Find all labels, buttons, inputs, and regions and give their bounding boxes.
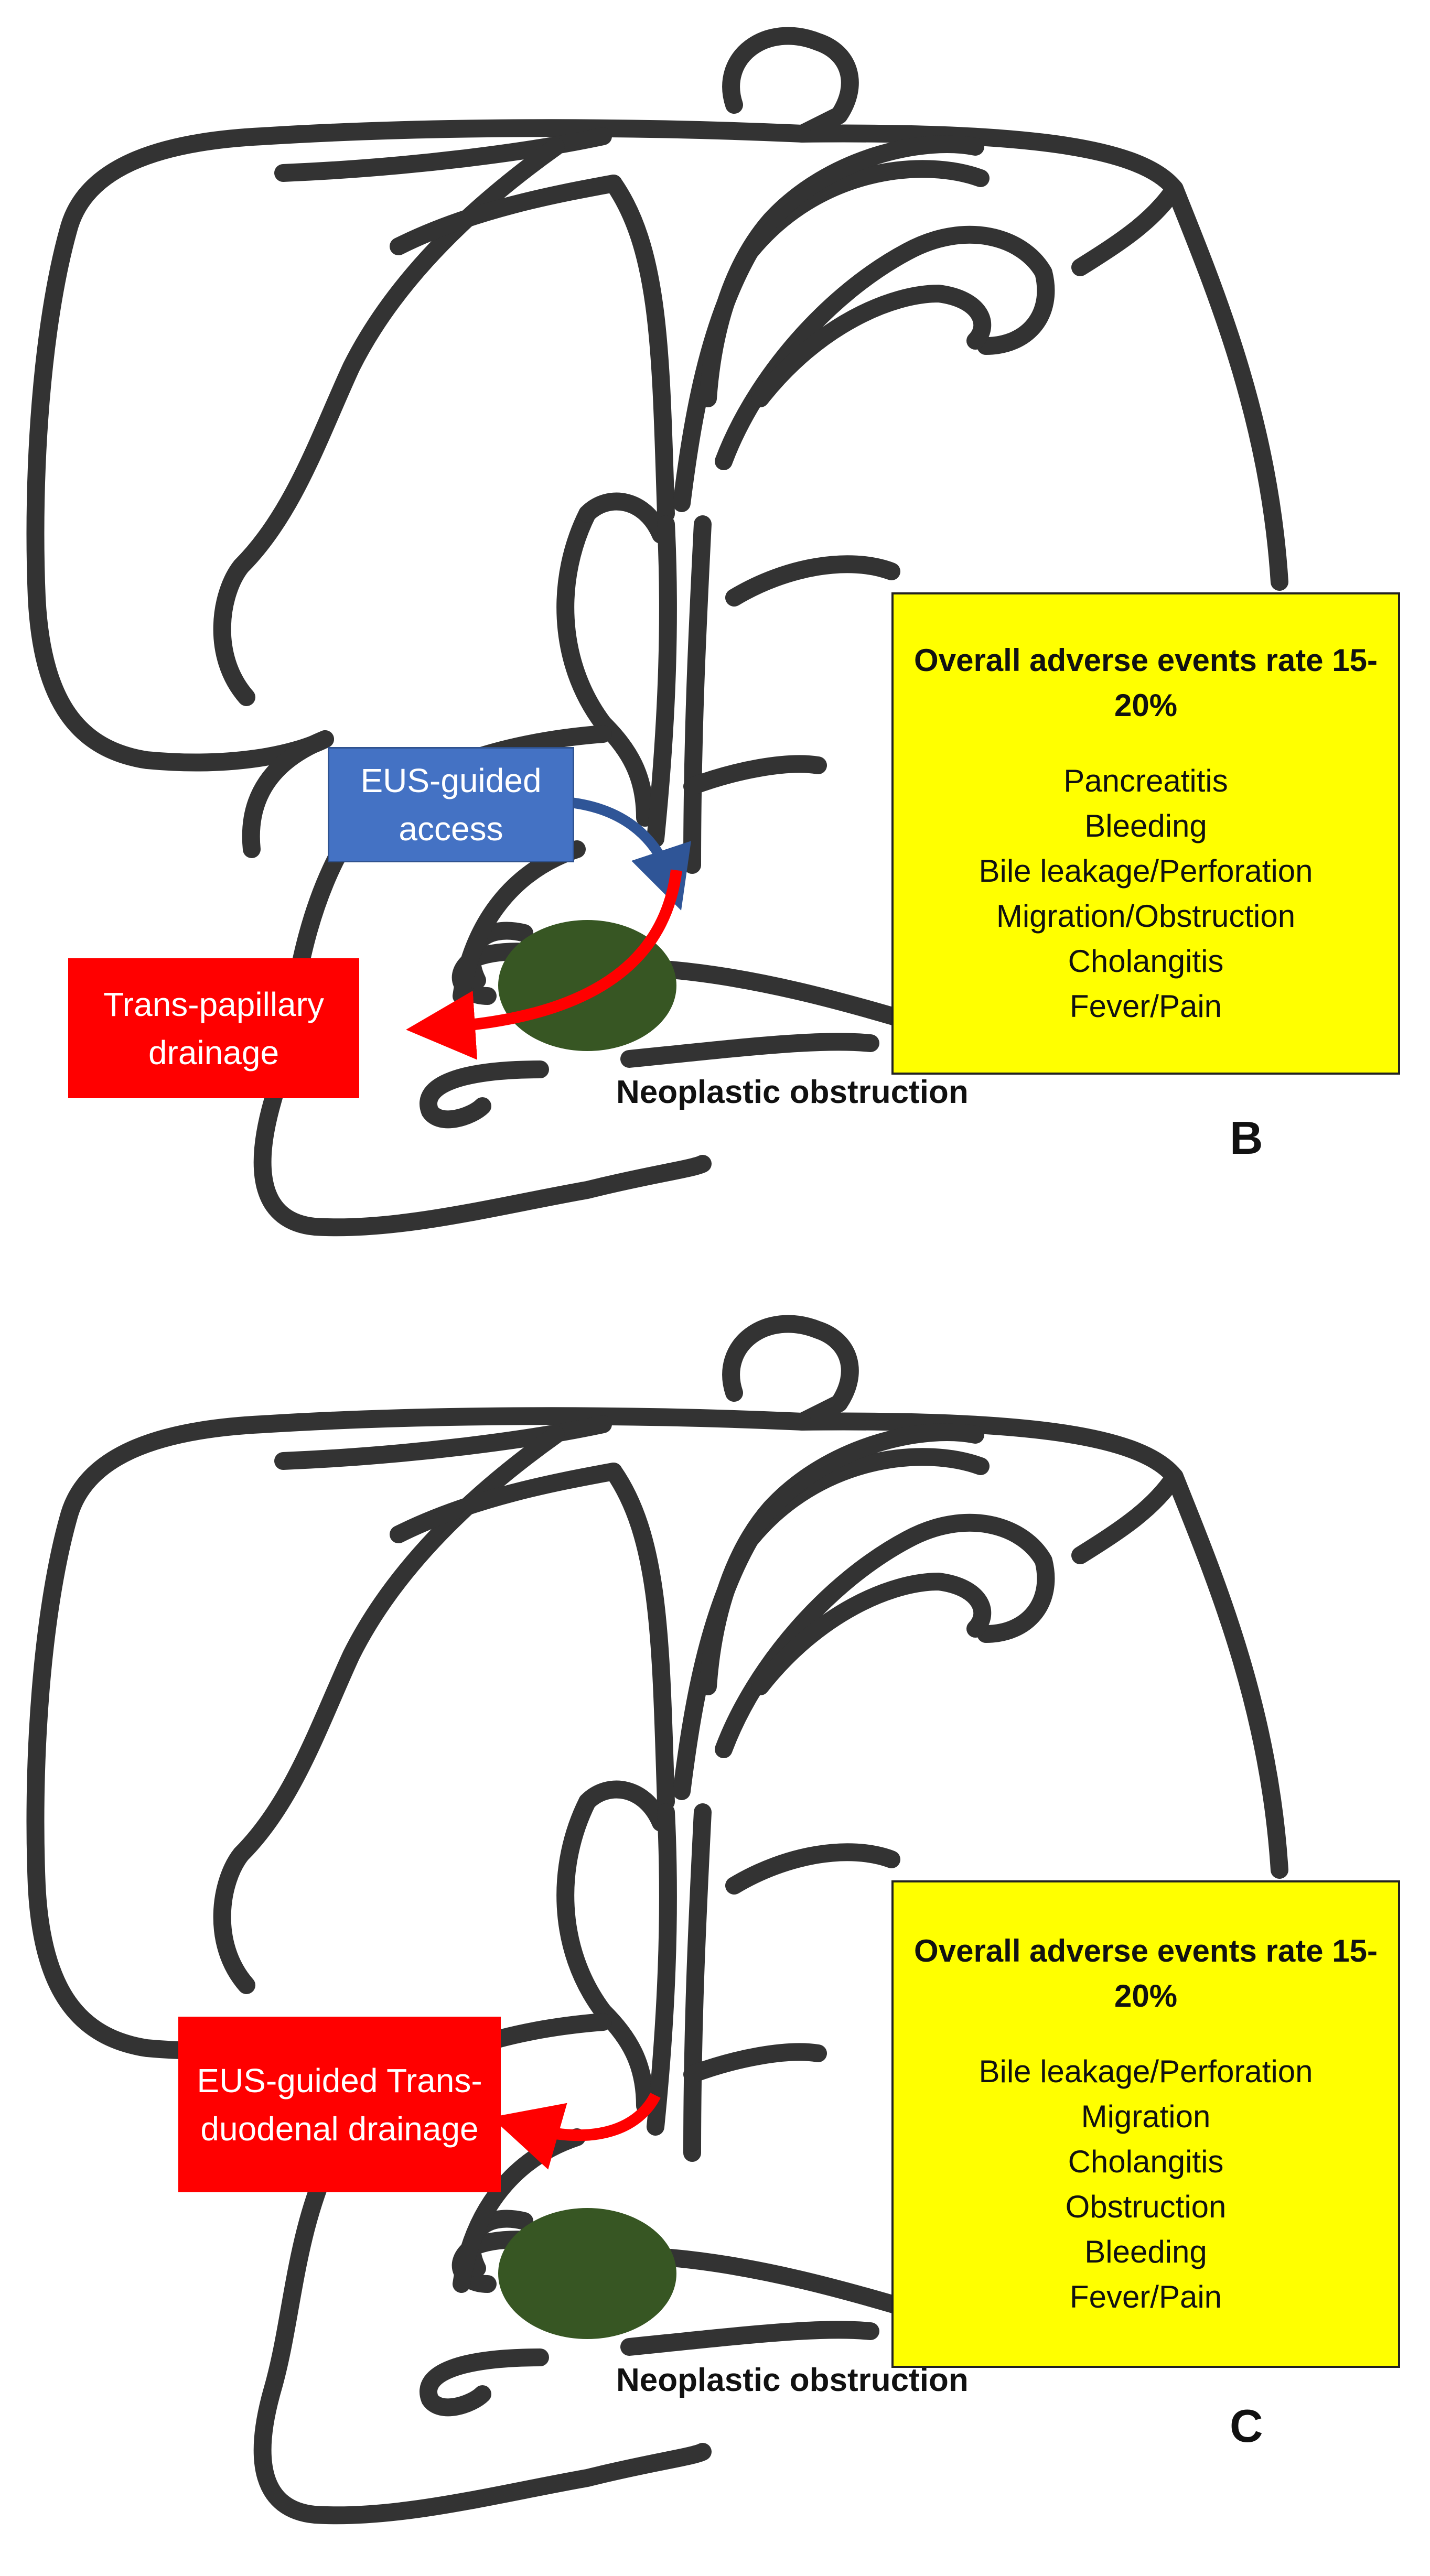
adverse-event-item: Obstruction [1065,2189,1227,2224]
adverse-event-item: Migration/Obstruction [996,899,1296,934]
adverse-event-item: Bile leakage/Perforation [979,853,1313,889]
adverse-event-item: Cholangitis [1068,2144,1224,2179]
obstruction-caption: Neoplastic obstruction [616,2362,969,2398]
adverse-events-title: Overall adverse events rate 15-20% [914,643,1378,723]
trans-papillary-arrow [406,869,682,1060]
neoplastic-obstruction-mass [498,2208,676,2339]
panel-letter: B [1230,1112,1263,1164]
adverse-event-item: Cholangitis [1068,944,1224,979]
drainage-label: Trans-papillary drainage [68,958,359,1098]
adverse-events-list: Bile leakage/Perforation Migration Chola… [979,2049,1313,2320]
anatomy-drawing-b [26,27,1288,1237]
neoplastic-obstruction-mass [498,920,676,1051]
panel-letter: C [1230,2400,1263,2452]
adverse-event-item: Bleeding [1084,808,1207,843]
liver-outline [26,27,1288,1237]
adverse-events-box: Overall adverse events rate 15-20% Pancr… [891,592,1400,1075]
adverse-events-box: Overall adverse events rate 15-20% Bile … [891,1880,1400,2368]
adverse-event-item: Pancreatitis [1063,763,1228,798]
liver-outline [26,1315,1288,2525]
obstruction-caption: Neoplastic obstruction [616,1074,969,1110]
trans-duodenal-arrow [491,2092,661,2170]
adverse-events-list: Pancreatitis Bleeding Bile leakage/Perfo… [979,759,1313,1029]
adverse-event-item: Bleeding [1084,2234,1207,2269]
drainage-label: EUS-guided Trans-duodenal drainage [178,2017,501,2192]
adverse-event-item: Bile leakage/Perforation [979,2054,1313,2089]
panel-c: EUS-guided Trans-duodenal drainage Neopl… [0,1288,1430,2576]
anatomy-drawing-c [26,1315,1288,2525]
eus-access-arrow [566,797,691,911]
adverse-event-item: Fever/Pain [1069,2279,1222,2314]
panel-b: EUS-guided access Trans-papillary draina… [26,27,1400,1237]
adverse-event-item: Migration [1081,2099,1211,2134]
adverse-event-item: Fever/Pain [1069,989,1222,1024]
eus-access-label: EUS-guided access [328,747,574,862]
adverse-events-title: Overall adverse events rate 15-20% [914,1933,1378,2014]
